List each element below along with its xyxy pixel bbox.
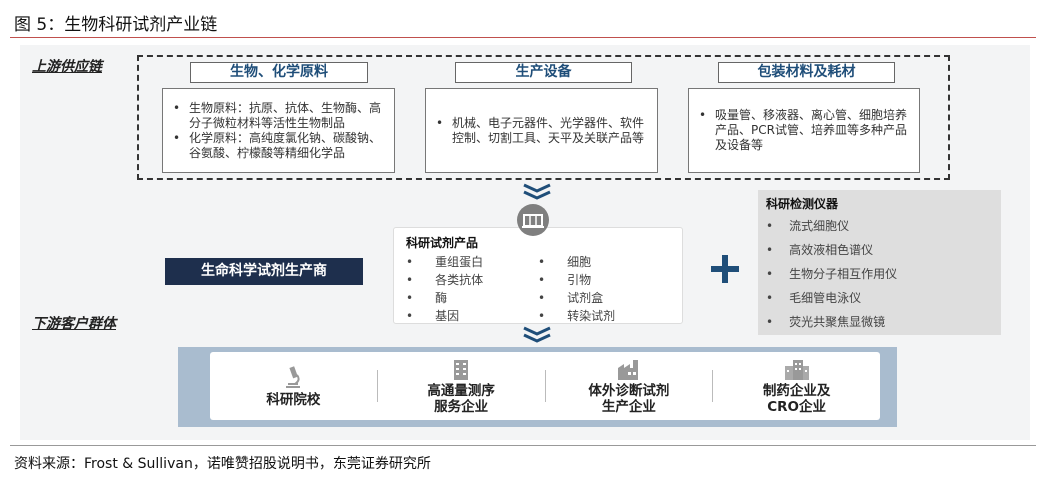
building-icon <box>454 359 469 380</box>
upstream-header-materials: 生物、化学原料 <box>190 62 368 83</box>
divider <box>376 370 378 402</box>
list-item: 各类抗体 <box>406 271 538 289</box>
instruments-title: 科研检测仪器 <box>766 197 839 211</box>
customer-pharma-cro: 制药企业及 CRO企业 <box>713 358 880 415</box>
products-title: 科研试剂产品 <box>406 236 479 250</box>
list-item: 毛细管电泳仪 <box>766 286 993 310</box>
list-item: 酶 <box>406 289 538 307</box>
plus-icon <box>711 255 739 283</box>
list-item: 生物分子相互作用仪 <box>766 262 993 286</box>
customer-label: 制药企业及 <box>762 382 831 399</box>
lab-equipment-icon <box>517 204 549 236</box>
customer-label: 科研院校 <box>266 391 321 408</box>
list-item: 基因 <box>406 307 538 325</box>
list-item: 高效液相色谱仪 <box>766 238 993 262</box>
source-rule <box>10 445 1036 446</box>
upstream-box-equipment: 机械、电子元器件、光学器件、软件控制、切割工具、天平及关联产品等 <box>425 88 658 173</box>
list-item: 重组蛋白 <box>406 253 538 271</box>
list-item: 吸量管、移液器、离心管、细胞培养产品、PCR试管、培养皿等多种产品及设备等 <box>697 108 911 153</box>
microscope-icon <box>286 365 301 388</box>
divider <box>544 370 546 402</box>
upstream-header-packaging: 包装材料及耗材 <box>718 62 895 83</box>
chevron-down-icon <box>523 183 551 200</box>
customer-label: 生产企业 <box>601 398 656 415</box>
figure-title: 图 5：生物科研试剂产业链 <box>14 15 218 35</box>
list-item: 流式细胞仪 <box>766 214 993 238</box>
factory-icon <box>617 359 638 380</box>
manufacturer-label: 生命科学试剂生产商 <box>165 258 363 285</box>
divider <box>712 370 714 402</box>
customer-label: CRO企业 <box>767 398 827 415</box>
list-item: 引物 <box>538 271 670 289</box>
list-item: 荧光共聚焦显微镜 <box>766 310 993 334</box>
customer-ivd: 体外诊断试剂 生产企业 <box>546 358 713 415</box>
list-item: 机械、电子元器件、光学器件、软件控制、切割工具、天平及关联产品等 <box>434 116 649 146</box>
downstream-customers: 科研院校 高通量测序 服务企业 体外诊断试剂 生产企业 制药企业及 CRO企业 <box>210 352 880 420</box>
office-buildings-icon <box>784 359 809 380</box>
customer-label: 服务企业 <box>434 398 489 415</box>
reagent-products-box: 科研试剂产品 重组蛋白各类抗体酶基因 细胞引物试剂盒转染试剂 <box>393 227 683 324</box>
list-item: 化学原料：高纯度氯化钠、碳酸钠、谷氨酸、柠檬酸等精细化学品 <box>171 131 386 161</box>
customer-label: 体外诊断试剂 <box>588 382 670 399</box>
upstream-header-equipment: 生产设备 <box>455 62 632 83</box>
list-item: 生物原料：抗原、抗体、生物酶、高分子微粒材料等活性生物制品 <box>171 101 386 131</box>
upstream-dashed-box <box>137 55 950 180</box>
downstream-label: 下游客户群体 <box>32 316 116 332</box>
upstream-box-packaging: 吸量管、移液器、离心管、细胞培养产品、PCR试管、培养皿等多种产品及设备等 <box>688 88 920 173</box>
instruments-box: 科研检测仪器 流式细胞仪 高效液相色谱仪 生物分子相互作用仪 毛细管电泳仪 荧光… <box>758 190 1001 335</box>
list-item: 细胞 <box>538 253 670 271</box>
list-item: 转染试剂 <box>538 307 670 325</box>
title-rule <box>10 37 1036 38</box>
chevron-down-icon <box>523 326 551 343</box>
upstream-box-materials: 生物原料：抗原、抗体、生物酶、高分子微粒材料等活性生物制品化学原料：高纯度氯化钠… <box>162 88 395 173</box>
customer-research-institutes: 科研院校 <box>210 365 377 408</box>
customer-sequencing: 高通量测序 服务企业 <box>378 358 545 415</box>
source-note: 资料来源：Frost & Sullivan，诺唯赞招股说明书，东莞证券研究所 <box>14 456 431 472</box>
customer-label: 高通量测序 <box>427 382 495 399</box>
list-item: 试剂盒 <box>538 289 670 307</box>
upstream-label: 上游供应链 <box>32 59 102 75</box>
